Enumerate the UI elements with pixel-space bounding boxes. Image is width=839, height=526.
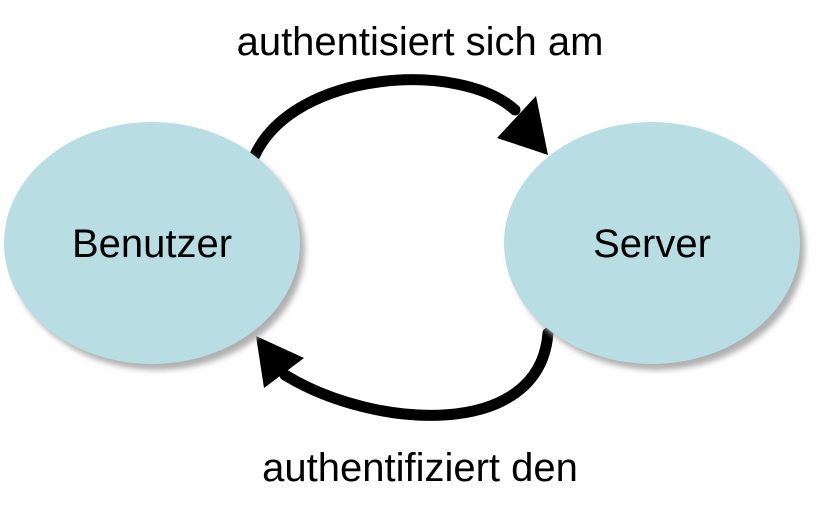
node-server-label: Server <box>593 222 711 266</box>
node-user-ellipse <box>4 122 300 364</box>
edge-bottom-label: authentifiziert den <box>262 446 578 490</box>
node-user-label: Benutzer <box>72 222 232 266</box>
arrow-bottom-shaft <box>279 327 554 421</box>
arrow-user-to-server <box>249 74 548 161</box>
arrow-server-to-user <box>256 327 554 421</box>
arrow-top-shaft <box>249 74 521 161</box>
edge-top-label: authentisiert sich am <box>237 20 604 64</box>
arrow-bottom-head <box>256 336 304 388</box>
arrow-top-head <box>497 96 548 155</box>
node-server-ellipse <box>504 122 800 364</box>
node-user: Benutzer <box>4 122 305 370</box>
node-server: Server <box>504 122 805 370</box>
